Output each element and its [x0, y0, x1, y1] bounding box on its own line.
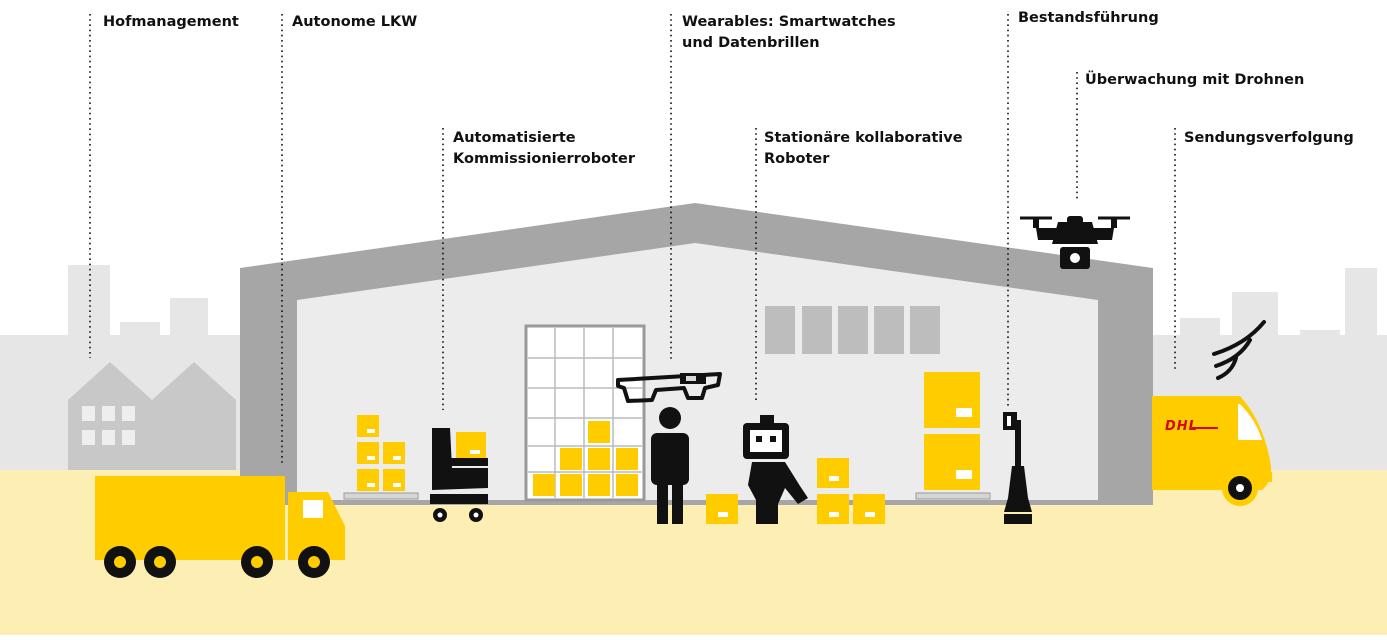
leader-lines	[89, 14, 1176, 465]
autonomous-truck	[95, 476, 345, 578]
drone-icon	[1020, 216, 1130, 269]
label-bestandsfuehrung: Bestandsführung	[1018, 10, 1159, 26]
pallet-boxes-right	[915, 372, 991, 500]
signal-waves-icon	[1212, 320, 1266, 380]
yard-building	[68, 362, 236, 480]
shelving-rack	[524, 324, 646, 502]
collaborative-robot	[706, 415, 885, 524]
worker-with-glasses	[651, 407, 689, 524]
label-hofmanagement: Hofmanagement	[103, 14, 239, 30]
picking-robot	[430, 428, 488, 522]
label-sendungsverfolgung: Sendungsverfolgung	[1184, 130, 1354, 146]
warehouse	[240, 203, 1153, 505]
delivery-van	[1152, 320, 1272, 506]
smart-glasses-icon	[616, 372, 722, 403]
label-autonome-lkw: Autonome LKW	[292, 14, 418, 30]
pallet-boxes-left	[343, 415, 419, 500]
label-drohnen: Überwachung mit Drohnen	[1085, 72, 1305, 88]
inventory-scanner	[1003, 412, 1032, 524]
van-dhl-logo: DHL	[1165, 419, 1198, 434]
